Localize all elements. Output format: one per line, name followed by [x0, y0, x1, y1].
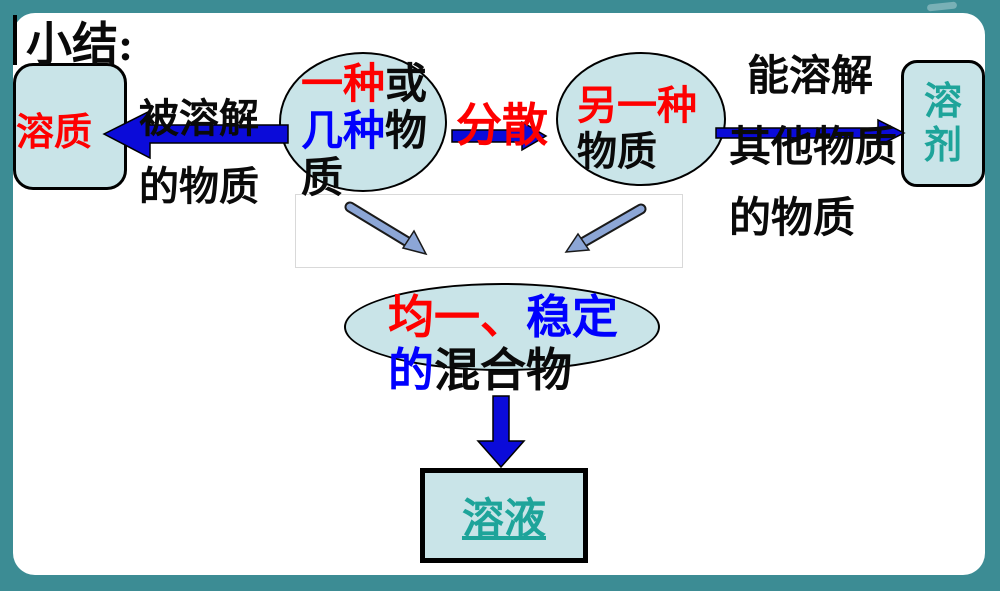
corner-dash-decoration — [926, 1, 958, 12]
solution-box-label: 溶液 — [461, 497, 546, 543]
mixture-seg-blue2: 的 — [388, 345, 434, 396]
solute-arrow-label-line1: 被溶解 — [139, 96, 259, 141]
mixture-line1: 均一、稳定 — [388, 291, 618, 344]
substance-one-ellipse — [279, 52, 447, 192]
solute-box-label: 溶质 — [15, 112, 92, 154]
page-title: 小结: — [26, 19, 134, 70]
mixture-ellipse-text: 均一、稳定 的混合物 — [388, 291, 618, 397]
solute-arrow-label-line2: 的物质 — [139, 164, 259, 209]
substance-one-line2: 几种物 — [301, 109, 427, 156]
solution-box — [420, 468, 588, 563]
solvent-box-label: 溶 剂 — [901, 60, 985, 187]
another-substance-line2: 物质 — [577, 129, 657, 174]
substance-one-line3: 质 — [301, 156, 427, 203]
another-substance-ellipse-text: 另一种 物质 — [577, 83, 697, 175]
substance-one-line1: 一种或 — [301, 62, 427, 109]
solvent-arrow-label-line3: 的物质 — [729, 196, 856, 242]
substance-one-seg-black: 或 — [385, 62, 428, 108]
solvent-box-char1: 溶 — [923, 80, 962, 123]
solvent-arrow-label-line1: 能溶解 — [747, 54, 874, 100]
mixture-seg-black: 混合物 — [434, 345, 572, 396]
substance-one-seg-red: 一种 — [301, 62, 386, 108]
solute-arrow-label: 被溶解 的物质 — [139, 85, 259, 221]
substance-one-seg-blue: 几种 — [301, 109, 386, 155]
solvent-arrow-label: 能溶解 其他物质 的物质 — [729, 42, 897, 255]
left-edge-line — [13, 15, 17, 65]
mixture-line2: 的混合物 — [388, 344, 618, 397]
substance-one-seg-black3: 质 — [301, 156, 344, 202]
substance-one-seg-black2: 物 — [385, 109, 428, 155]
disperse-label: 分散 — [456, 100, 548, 151]
sketch-arrows-frame — [295, 194, 683, 268]
another-substance-line1: 另一种 — [577, 83, 697, 128]
solvent-arrow-label-line2: 其他物质 — [729, 125, 898, 171]
solvent-box-char2: 剂 — [923, 124, 962, 167]
substance-one-ellipse-text: 一种或 几种物 质 — [301, 62, 427, 203]
mixture-ellipse — [344, 283, 660, 371]
another-substance-ellipse — [556, 52, 726, 186]
mixture-seg-blue: 稳定 — [526, 292, 618, 343]
mixture-seg-red: 均一、 — [388, 292, 526, 343]
